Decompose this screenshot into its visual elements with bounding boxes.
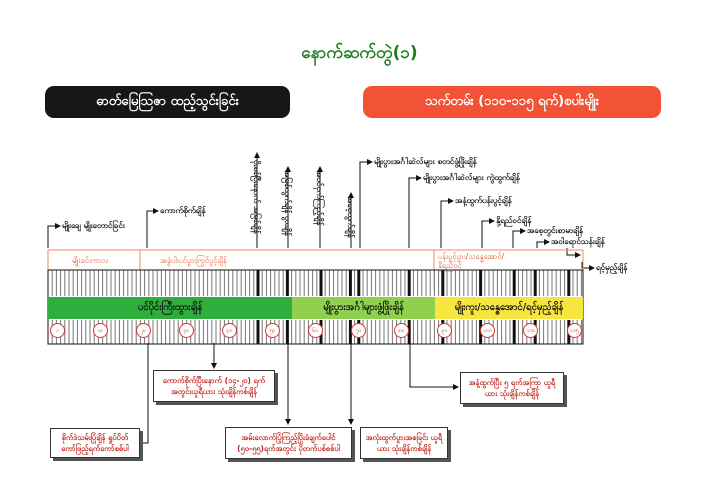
fertilizer-banner: ဓာတ်မြေဩဇာ ထည့်သွင်းခြင်း: [45, 86, 290, 118]
callout-box-2: ကောက်စိုက်ပြီးနောက် (၁၄-၂၀) ရက် အတွင်းယူ…: [153, 370, 275, 402]
vertical-label-4: အစေ့ထွက်ချိန်: [346, 196, 355, 238]
day-marker: ၁: [49, 323, 65, 338]
vertical-label-2: အမြစ်ထွက်ချိန် ပွားချိန်: [283, 170, 292, 236]
phase-label-nursery: မျိုးခင်းကာလ: [72, 256, 109, 265]
stage-label-3: အနံ့ထွက်ပန်းပွင့်ချိန်: [455, 196, 512, 205]
day-marker: ၆၀: [308, 323, 323, 338]
variety-banner: သက်တမ်း (၁၁၀-၁၁၅ ရက်)စပါးမျိုး: [363, 86, 661, 118]
stage-reproductive: မျိုးပွားအင်္ဂါများဖွံ့ဖြိုးချိန်: [292, 297, 435, 319]
day-marker: ၉၀: [437, 323, 453, 338]
callout-box-1: စိုက်ဒဲသမ်းပြုံချိန် ရှုပ်ပိတ်ကော်ဖြည့်ရ…: [50, 428, 140, 458]
vertical-label-1: ပိုးစစ်ပြီးနောက် အမြစ်ချိန်: [252, 160, 261, 234]
day-marker: ၄၀: [221, 323, 237, 338]
phase-label-tillering: အခွဲပါးပင်ပွားကြွင်ပွင့်ချိန်: [160, 256, 227, 265]
day-marker: ၅၀: [264, 323, 280, 338]
page-title: နောက်ဆက်တွဲ(၁): [301, 43, 418, 63]
callout-box-4: အလုံးထွက်ပွားအစခြင်း ယူရီယား သုံးချိန်ကစ…: [360, 427, 448, 459]
phase-label-flowering: ပန်းပွင့်ပွား/သန္ဓေအောင်/နို့ရည်ဝင်: [438, 252, 505, 270]
stage-label-1: မျိုးပွားအင်္ဂါဆဲလ်များ စတင်ဖွံ့ဖြိုးချိ…: [374, 157, 477, 166]
vertical-label-3: အပင်ငှက်ကြည့်ချိန်: [315, 170, 324, 226]
day-marker: ၁၁၅: [566, 323, 582, 338]
day-marker: ၁၀: [92, 323, 108, 338]
day-marker: ၈၀: [394, 323, 410, 338]
stage-ripening: မျိုးကူး/သန္ဓေအောင်/ရင့်မှည့်ချိန်: [435, 297, 583, 319]
day-marker: ၃၀: [178, 323, 194, 338]
callout-box-3: အမ်းလောက်ပြုံကြည့်ပြိုးခံချက်ပေါင် (၅၀-၅…: [225, 427, 352, 459]
transplant-label: ကောက်စိုက်ချိန်: [160, 206, 206, 215]
stage-label-6: အဝါရောင်သန်းချိန်: [551, 237, 605, 246]
callout-box-5: အနံ့ထွက်ပြီး ၅ ရက်အကြာ ယူရီယား သုံးချိန်…: [460, 372, 564, 404]
stage-label-2: မျိုးပွားအင်္ဂါဆဲလ်များ ကွဲထွက်ချိန်: [423, 173, 520, 182]
sowing-label: မျိုးချေ မျိုးတောင်ခြင်း: [62, 221, 125, 230]
day-marker: ၁၁၀: [523, 323, 539, 338]
day-marker: ၂၀: [135, 323, 151, 338]
stage-label-5: အစေ့တွင်းစာမာချိန်: [527, 226, 583, 235]
stage-vegetative: ပင်ပိုင်းကြီးထွားချိန်: [48, 297, 292, 319]
stage-label-4: နို့ရည်ဝင်ချိန်: [496, 216, 532, 225]
stage-label-7: ရင့်မှည့်ချိန်: [596, 263, 628, 272]
day-marker: ၁၀၀: [480, 323, 496, 338]
day-marker: ၇၀: [351, 323, 367, 338]
